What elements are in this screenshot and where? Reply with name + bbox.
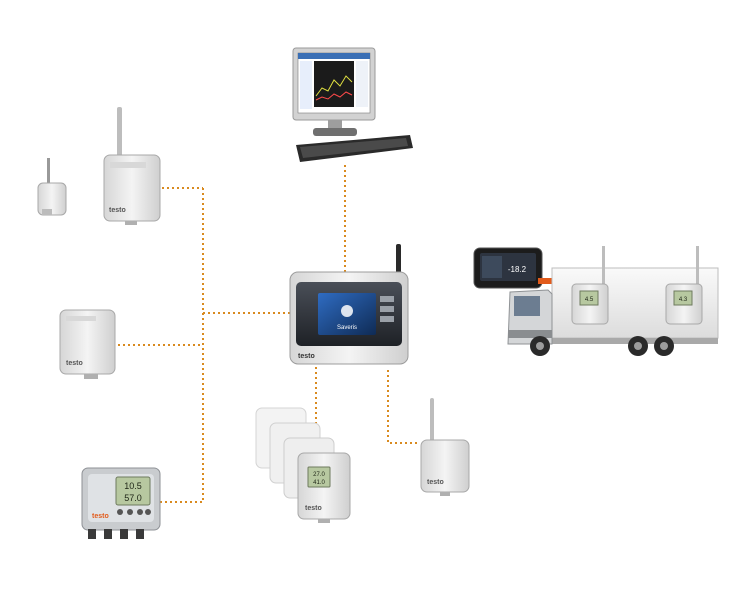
router-probe-logo: testo: [109, 207, 126, 214]
radio-probe-icon: [37, 158, 67, 216]
radio-probe-icon: 4.5: [571, 246, 609, 325]
transmitter-reading-1: 10.5: [124, 481, 142, 491]
transmitter-reading-2: 57.0: [124, 493, 142, 503]
radio-probe-icon: testo: [420, 398, 470, 496]
radio-probe-icon: testo: [59, 309, 116, 379]
base-station-icon: Saveris testo: [289, 244, 409, 365]
truck-probe-reading-1: 4.5: [585, 297, 594, 303]
radio-probe-icon: testo: [103, 107, 161, 225]
probe-reading-1: 27.0: [313, 472, 325, 478]
truck-probe-reading-2: 4.3: [679, 297, 688, 303]
transmitter-icon: 10.5 57.0 testo: [81, 467, 161, 539]
keyboard-icon: [296, 135, 413, 162]
base-station-logo: testo: [298, 353, 315, 360]
computer: [292, 47, 413, 162]
truck-icon: 4.5 4.3: [507, 246, 719, 356]
stack-probe-logo: testo: [305, 505, 322, 512]
tablet-reading: -18.2: [508, 265, 527, 274]
connection-lines: [118, 165, 418, 503]
probe-stack: 27.0 41.0 testo: [255, 407, 351, 523]
tablet-icon: -18.2: [473, 247, 552, 289]
link-base-antenna-probe: [387, 370, 418, 444]
antenna-probe-logo: testo: [427, 479, 444, 486]
radio-probe-icon: 27.0 41.0 testo: [297, 452, 351, 523]
probe-reading-2: 41.0: [313, 480, 325, 486]
radio-probe-icon: 4.3: [665, 246, 703, 325]
computer-monitor-icon: [292, 47, 376, 136]
transmitter-logo: testo: [92, 513, 109, 520]
base-station-screen-text: Saveris: [337, 325, 357, 331]
wall-probe-logo: testo: [66, 360, 83, 367]
